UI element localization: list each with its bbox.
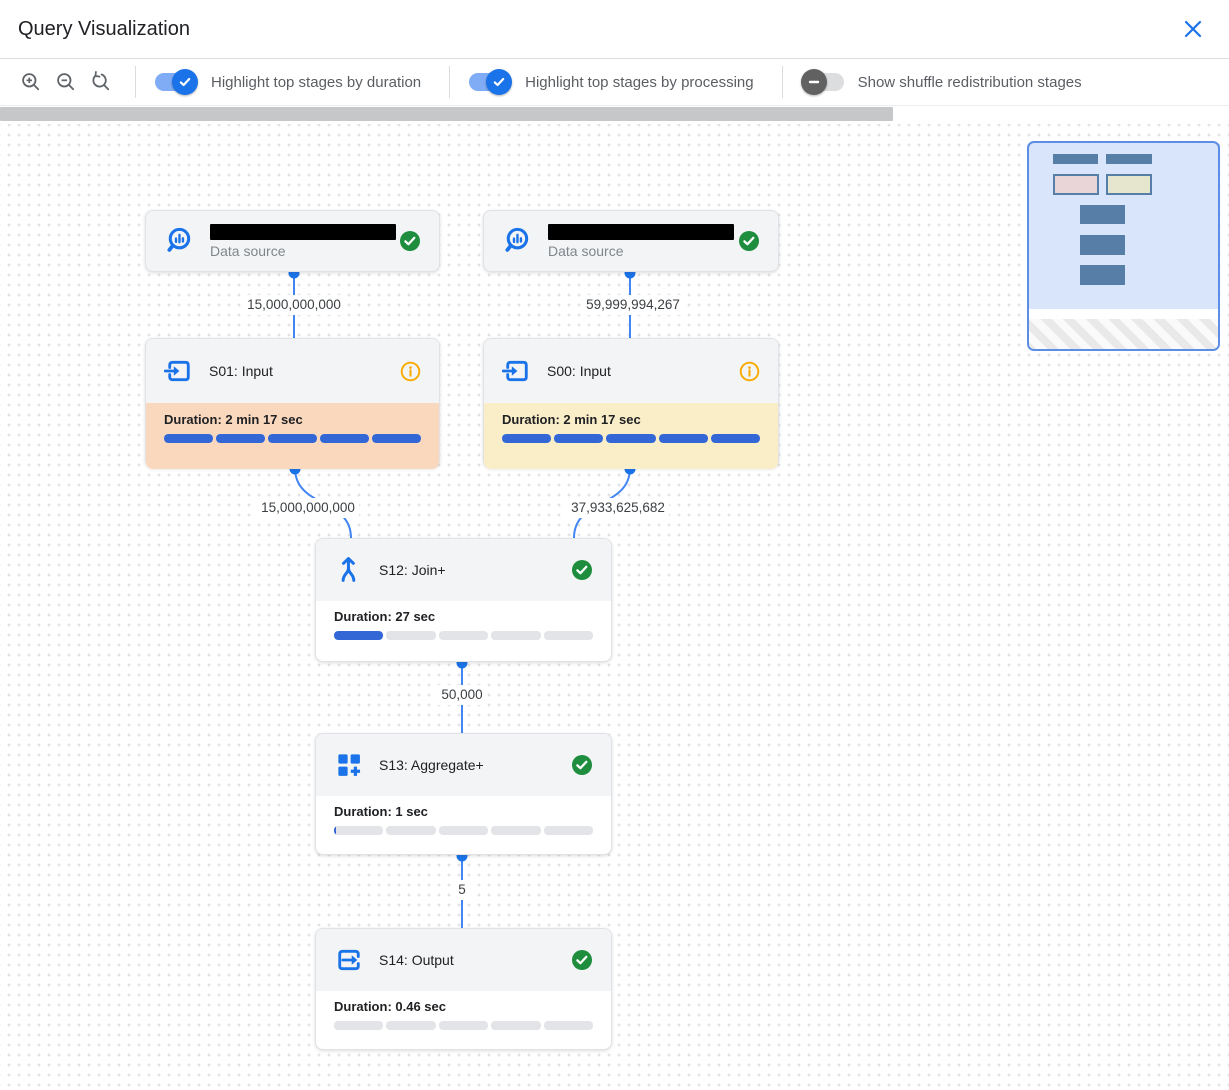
minimap-node bbox=[1080, 205, 1125, 224]
data-source-type-label: Data source bbox=[548, 242, 624, 259]
input-icon bbox=[502, 356, 532, 386]
stage-duration-panel: Duration: 0.46 sec bbox=[316, 991, 611, 1051]
stage-header: S12: Join+ bbox=[316, 539, 611, 601]
completed-status-icon bbox=[571, 949, 593, 971]
edge-label-rows: 15,000,000,000 bbox=[243, 295, 345, 315]
stage-duration-panel: Duration: 1 sec bbox=[316, 796, 611, 856]
toggle-group-duration: Highlight top stages by duration bbox=[154, 69, 437, 95]
graph-toolbar: Highlight top stages by duration Highlig… bbox=[0, 59, 1229, 106]
duration-label: Duration: 2 min 17 sec bbox=[502, 412, 641, 427]
panel-header: Query Visualization bbox=[0, 0, 1229, 59]
redacted-table-name bbox=[210, 223, 396, 240]
stage-title: S13: Aggregate+ bbox=[379, 757, 484, 773]
stage-title: S14: Output bbox=[379, 952, 454, 968]
completed-status-icon bbox=[738, 230, 760, 252]
zoom-in-icon bbox=[22, 73, 40, 91]
edge-label-rows: 15,000,000,000 bbox=[257, 498, 359, 518]
output-icon bbox=[334, 945, 364, 975]
stage-header: S00: Input bbox=[484, 339, 778, 403]
toolbar-divider bbox=[135, 66, 136, 98]
toolbar-divider bbox=[781, 66, 783, 98]
minimap-node bbox=[1053, 154, 1098, 164]
duration-label: Duration: 1 sec bbox=[334, 804, 428, 819]
toggle-minus-icon bbox=[800, 69, 827, 95]
zoom-reset-button[interactable] bbox=[88, 69, 114, 95]
stage-node-s14[interactable]: S14: Output Duration: 0.46 sec bbox=[315, 928, 612, 1050]
toggle-label-duration: Highlight top stages by duration bbox=[211, 73, 422, 91]
progress-bar bbox=[334, 826, 594, 835]
edge-label-rows: 59,999,994,267 bbox=[582, 295, 684, 315]
data-source-text: Data source bbox=[210, 223, 396, 259]
data-source-node-1[interactable]: Data source bbox=[145, 210, 440, 272]
input-icon bbox=[164, 356, 194, 386]
toggle-label-shuffle: Show shuffle redistribution stages bbox=[857, 73, 1082, 91]
horizontal-scrollbar bbox=[0, 106, 1229, 124]
stage-title: S12: Join+ bbox=[379, 562, 446, 578]
toggle-group-shuffle: Show shuffle redistribution stages bbox=[800, 69, 1098, 95]
duration-label: Duration: 2 min 17 sec bbox=[164, 412, 303, 427]
redacted-table-name bbox=[548, 223, 734, 240]
edge-label-rows: 50,000 bbox=[437, 685, 487, 705]
stage-header: S13: Aggregate+ bbox=[316, 734, 611, 796]
progress-bar bbox=[164, 434, 421, 443]
stage-node-s13[interactable]: S13: Aggregate+ Duration: 1 sec bbox=[315, 733, 612, 855]
minimap-node-highlight-processing bbox=[1106, 174, 1152, 195]
edge-label-rows: 5 bbox=[454, 880, 470, 900]
stage-node-s00[interactable]: S00: Input Duration: 2 min 17 sec bbox=[483, 338, 779, 469]
zoom-out-button[interactable] bbox=[53, 69, 79, 95]
zoom-reset-icon bbox=[92, 71, 110, 91]
duration-label: Duration: 0.46 sec bbox=[334, 999, 446, 1014]
data-source-icon bbox=[164, 225, 196, 257]
scrollbar-thumb[interactable] bbox=[0, 107, 893, 121]
stage-header: S01: Input bbox=[146, 339, 439, 403]
toggle-group-processing: Highlight top stages by processing bbox=[468, 69, 769, 95]
completed-status-icon bbox=[399, 230, 421, 252]
toggle-label-processing: Highlight top stages by processing bbox=[525, 73, 754, 91]
stage-duration-panel: Duration: 2 min 17 sec bbox=[484, 403, 778, 469]
toggle-check-icon bbox=[486, 69, 513, 95]
duration-label: Duration: 27 sec bbox=[334, 609, 436, 624]
stage-title: S01: Input bbox=[209, 363, 273, 379]
progress-bar bbox=[334, 631, 594, 640]
minimap-out-of-view-region bbox=[1029, 319, 1218, 349]
zoom-out-icon bbox=[57, 73, 75, 91]
toggle-highlight-duration[interactable] bbox=[154, 69, 198, 95]
minimap-node bbox=[1080, 235, 1125, 255]
close-button[interactable] bbox=[1179, 15, 1207, 43]
join-icon bbox=[334, 555, 364, 585]
stage-node-s12[interactable]: S12: Join+ Duration: 27 sec bbox=[315, 538, 612, 662]
toggle-check-icon bbox=[172, 69, 198, 95]
data-source-icon bbox=[502, 225, 534, 257]
data-source-type-label: Data source bbox=[210, 242, 286, 259]
minimap-gap bbox=[1029, 309, 1218, 319]
progress-bar bbox=[502, 434, 761, 443]
completed-status-icon bbox=[571, 559, 593, 581]
stage-title: S00: Input bbox=[547, 363, 611, 379]
data-source-node-2[interactable]: Data source bbox=[483, 210, 779, 272]
minimap-node bbox=[1106, 154, 1152, 164]
zoom-in-button[interactable] bbox=[18, 69, 44, 95]
stage-header: S14: Output bbox=[316, 929, 611, 991]
stage-duration-panel: Duration: 2 min 17 sec bbox=[146, 403, 439, 469]
progress-bar bbox=[334, 1021, 594, 1030]
toggle-highlight-processing[interactable] bbox=[468, 69, 513, 95]
stage-duration-panel: Duration: 27 sec bbox=[316, 601, 611, 661]
toggle-show-shuffle[interactable] bbox=[800, 69, 845, 95]
info-icon[interactable] bbox=[400, 361, 421, 382]
graph-canvas[interactable]: 15,000,000,000 59,999,994,267 15,000,000… bbox=[0, 124, 1229, 1090]
minimap-node-highlight-duration bbox=[1053, 174, 1099, 195]
page-title: Query Visualization bbox=[18, 17, 190, 40]
toolbar-divider bbox=[449, 66, 451, 98]
edge-label-rows: 37,933,625,682 bbox=[567, 498, 669, 518]
completed-status-icon bbox=[571, 754, 593, 776]
minimap[interactable] bbox=[1027, 141, 1220, 351]
minimap-node bbox=[1080, 265, 1125, 285]
info-icon[interactable] bbox=[739, 361, 760, 382]
close-icon bbox=[1184, 20, 1202, 38]
aggregate-icon bbox=[334, 750, 364, 780]
data-source-text: Data source bbox=[548, 223, 734, 259]
stage-node-s01[interactable]: S01: Input Duration: 2 min 17 sec bbox=[145, 338, 440, 469]
